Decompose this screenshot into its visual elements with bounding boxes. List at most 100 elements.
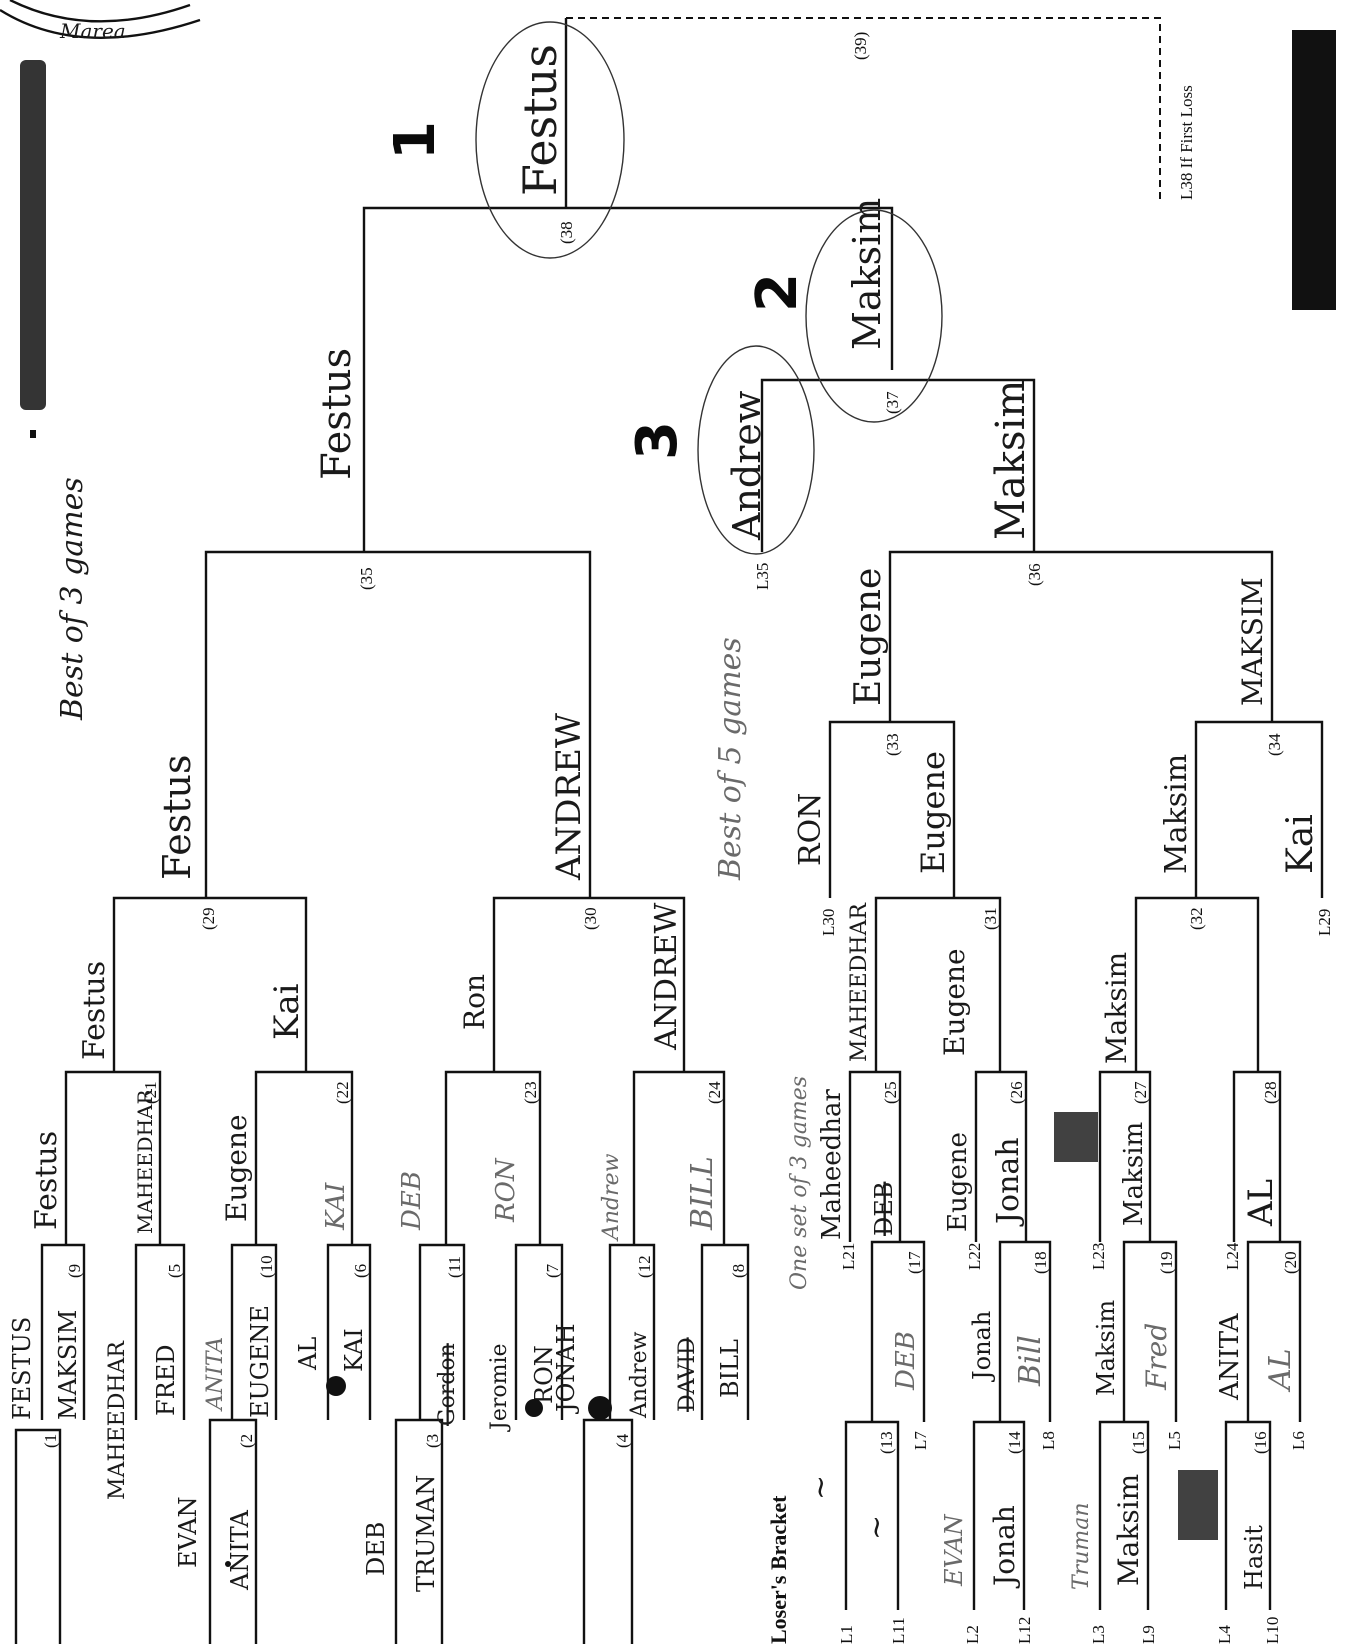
- svg-text:Eugene: Eugene: [848, 568, 889, 706]
- final-game-number: (39): [851, 32, 870, 60]
- svg-text:(31: (31: [981, 907, 1000, 930]
- svg-text:Festus: Festus: [77, 961, 112, 1060]
- svg-text:AL: AL: [1241, 1179, 1281, 1227]
- svg-text:Hasit: Hasit: [1240, 1525, 1268, 1590]
- svg-text:FESTUS: FESTUS: [8, 1317, 36, 1420]
- svg-text:Ron: Ron: [458, 974, 491, 1030]
- svg-text:JONAH: JONAH: [552, 1323, 580, 1415]
- best-of-note: Best of 3 games: [55, 477, 90, 721]
- svg-text:(13: (13: [877, 1431, 896, 1454]
- svg-text:L30: L30: [819, 909, 838, 936]
- svg-text:Maksim: Maksim: [1100, 952, 1133, 1064]
- third-place-number: 3: [625, 421, 690, 460]
- svg-text:(35: (35: [357, 567, 376, 590]
- svg-text:L12: L12: [1015, 1617, 1034, 1644]
- svg-text:(33: (33: [883, 733, 902, 756]
- svg-text:(20: (20: [1281, 1251, 1300, 1274]
- svg-text:(5: (5: [165, 1264, 184, 1278]
- svg-text:MAKSIM: MAKSIM: [54, 1310, 82, 1420]
- svg-text:Andrew: Andrew: [627, 1331, 652, 1419]
- scribble-out: [1178, 1470, 1218, 1540]
- svg-text:(29: (29: [199, 907, 218, 930]
- losers-round7-names: Maksim: [988, 380, 1034, 540]
- svg-text:(17: (17: [905, 1251, 924, 1274]
- svg-text:Kai: Kai: [267, 983, 307, 1040]
- winners-round1-names: FESTUS MAKSIM MAHEEDHAR FRED EVAN ANITA …: [8, 1305, 744, 1592]
- second-place-number: 2: [745, 273, 810, 312]
- svg-text:L9: L9: [1139, 1625, 1158, 1644]
- svg-text:Maksim: Maksim: [1092, 1300, 1120, 1396]
- svg-text:(12: (12: [635, 1255, 654, 1278]
- winners-round4-lines: [206, 552, 590, 898]
- svg-text:(11: (11: [445, 1256, 464, 1278]
- svg-text:(7: (7: [543, 1263, 562, 1278]
- right-logo-mark: [1292, 30, 1336, 310]
- winners-game-numbers: (1 (9 (5 (2 (10 (6 (3 (11 (7 (4 (12 (8 (…: [41, 221, 748, 1448]
- svg-text:EUGENE: EUGENE: [246, 1305, 274, 1418]
- svg-text:AL: AL: [1263, 1348, 1298, 1393]
- svg-text:FRED: FRED: [152, 1345, 180, 1416]
- svg-text:(14: (14: [1005, 1431, 1024, 1454]
- svg-text:(2: (2: [237, 1434, 256, 1448]
- svg-text:DAVID: DAVID: [675, 1337, 700, 1412]
- svg-text:Eugene: Eugene: [943, 1132, 973, 1232]
- svg-text:L21: L21: [839, 1243, 858, 1270]
- svg-text:BILL: BILL: [716, 1339, 744, 1398]
- svg-text:L6: L6: [1289, 1431, 1308, 1450]
- scribble-out-2: [1054, 1112, 1098, 1162]
- svg-text:(6: (6: [351, 1264, 370, 1278]
- svg-text:Maksim: Maksim: [988, 380, 1034, 540]
- svg-text:(28: (28: [1261, 1081, 1280, 1104]
- svg-text:EVAN: EVAN: [174, 1496, 202, 1568]
- svg-text:L11: L11: [889, 1617, 908, 1644]
- svg-text:L8: L8: [1039, 1431, 1058, 1450]
- svg-text:Marea: Marea: [59, 19, 126, 43]
- svg-text:TRUMAN: TRUMAN: [412, 1475, 440, 1592]
- svg-text:(23: (23: [521, 1081, 540, 1104]
- svg-text:(19: (19: [1157, 1251, 1176, 1274]
- svg-text:ANITA: ANITA: [203, 1337, 228, 1412]
- svg-text:DEB: DEB: [891, 1331, 921, 1391]
- svg-text:Gordon: Gordon: [435, 1343, 460, 1426]
- svg-text:~: ~: [803, 1475, 838, 1500]
- svg-text:L1: L1: [837, 1625, 856, 1644]
- svg-text:BILL: BILL: [685, 1156, 720, 1231]
- svg-text:(37: (37: [883, 391, 902, 414]
- svg-text:Maksim: Maksim: [1119, 1122, 1149, 1226]
- svg-text:Eugene: Eugene: [914, 751, 952, 874]
- svg-text:RON: RON: [793, 793, 828, 866]
- svg-text:(38: (38: [557, 221, 576, 244]
- losers-round3-names: Maheedhar DEB Eugene Jonah Maksim AL: [817, 1088, 1281, 1240]
- third-place-name: Andrew: [725, 390, 769, 541]
- svg-text:(26: (26: [1007, 1081, 1026, 1104]
- winners-round2-names: Festus MAHEEDHAR Eugene KAI DEB RON Andr…: [29, 1089, 720, 1242]
- svg-text:Eugene: Eugene: [938, 948, 971, 1056]
- svg-text:(30: (30: [581, 907, 600, 930]
- svg-text:MAHEEDHAR: MAHEEDHAR: [133, 1089, 157, 1234]
- svg-text:L24: L24: [1223, 1242, 1242, 1270]
- svg-text:Maksim: Maksim: [1112, 1474, 1145, 1586]
- svg-text:Andrew: Andrew: [599, 1153, 624, 1242]
- svg-text:L22: L22: [965, 1243, 984, 1270]
- svg-text:Maheedhar: Maheedhar: [817, 1088, 847, 1240]
- svg-text:(32: (32: [1187, 907, 1206, 930]
- losers-bracket-title: Loser's Bracket: [766, 1495, 791, 1644]
- svg-text:(27: (27: [1131, 1081, 1150, 1104]
- svg-text:(24: (24: [705, 1081, 724, 1104]
- svg-text:DEB: DEB: [362, 1522, 390, 1576]
- svg-text:KAI: KAI: [321, 1182, 351, 1231]
- losers-round2-names: DEB Jonah Bill Maksim Fred ANITA AL: [891, 1300, 1298, 1401]
- losers-round1-names: ~ ~ EVAN Jonah Truman Maksim Hasit: [803, 1470, 1268, 1590]
- svg-text:Fred: Fred: [1140, 1323, 1173, 1391]
- left-margin-scribble: [20, 60, 46, 438]
- svg-text:Jonah: Jonah: [991, 1137, 1026, 1227]
- svg-text:EVAN: EVAN: [940, 1513, 968, 1587]
- svg-text:(3: (3: [423, 1434, 442, 1448]
- svg-text:(22: (22: [333, 1081, 352, 1104]
- svg-text:KAI: KAI: [340, 1328, 368, 1372]
- svg-text:ANITA: ANITA: [226, 1509, 254, 1591]
- svg-text:L3: L3: [1089, 1625, 1108, 1644]
- winners-round2-lines: [66, 1072, 724, 1245]
- svg-text:Festus: Festus: [29, 1131, 64, 1230]
